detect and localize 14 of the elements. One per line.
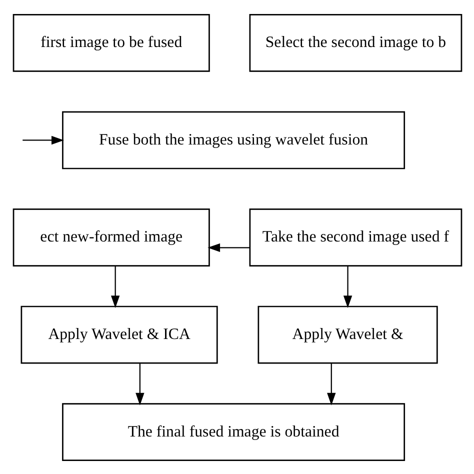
arrow: [342, 266, 352, 308]
node-box: ect new-formed image: [12, 208, 210, 266]
arrow: [22, 135, 64, 144]
node-box: Fuse both the images using wavelet fusion: [62, 110, 405, 169]
node-box: Take the second image used f: [248, 208, 462, 266]
arrow: [326, 362, 336, 405]
node-box: Apply Wavelet &: [257, 305, 438, 364]
arrow: [110, 266, 120, 308]
arrow: [207, 242, 250, 252]
node-box: Select the second image to b: [248, 13, 462, 72]
arrow: [135, 362, 144, 405]
node-box: Apply Wavelet & ICA: [20, 305, 218, 364]
node-box: first image to be fused: [12, 13, 210, 72]
node-box: The final fused image is obtained: [62, 402, 405, 461]
